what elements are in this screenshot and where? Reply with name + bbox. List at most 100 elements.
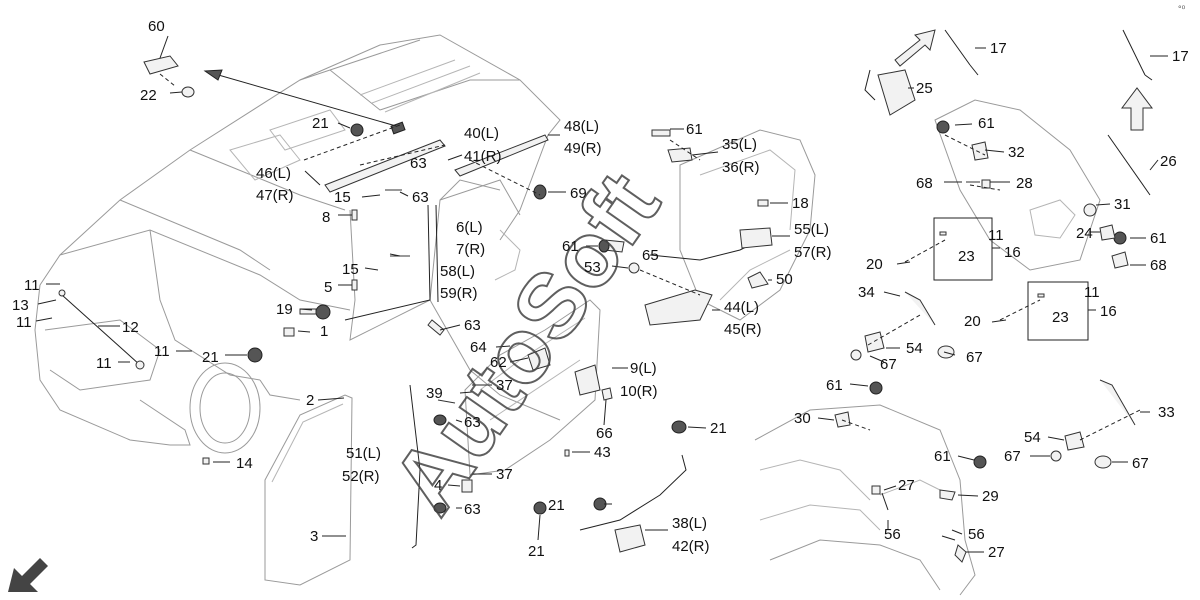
part-label: 39 xyxy=(426,385,443,402)
part-label: 4 xyxy=(434,477,442,494)
part-label: 50 xyxy=(776,271,793,288)
part-label: 68 xyxy=(1150,257,1167,274)
part-label: 17 xyxy=(990,40,1007,57)
part-label: 1 xyxy=(320,323,328,340)
part-label: 65 xyxy=(642,247,659,264)
part-label: 2 xyxy=(306,392,314,409)
part-label: 16 xyxy=(1004,244,1021,261)
part-label: 26 xyxy=(1160,153,1177,170)
part-label: 42(R) xyxy=(672,538,710,555)
part-label: 24 xyxy=(1076,225,1093,242)
part-label: 68 xyxy=(916,175,933,192)
part-label: 11 xyxy=(16,314,32,331)
part-label: 56 xyxy=(884,526,901,543)
part-label: 37 xyxy=(496,466,513,483)
part-label: 61 xyxy=(978,115,995,132)
part-labels: 60 22 21 46(L) 47(R) 15 8 63 15 5 19 1 2… xyxy=(12,18,1189,561)
tailgate-panel xyxy=(934,99,1101,271)
part-label: 17 xyxy=(1172,48,1189,65)
part-label: 64 xyxy=(470,339,487,356)
part-label: 57(R) xyxy=(794,244,832,261)
watermark-text: AutoSoft xyxy=(373,155,679,532)
part-label: 46(L) xyxy=(256,165,291,182)
part-label: 61 xyxy=(826,377,843,394)
part-label: 32 xyxy=(1008,144,1025,161)
parts xyxy=(58,29,1153,563)
part-label: 15 xyxy=(342,261,359,278)
part-label: 13 xyxy=(12,297,29,314)
part-label: 61 xyxy=(686,121,703,138)
part-label: 63 xyxy=(464,501,481,518)
part-label: 20 xyxy=(964,313,981,330)
part-label: 54 xyxy=(906,340,923,357)
vehicle-body-outline xyxy=(34,34,561,454)
part-label: 21 xyxy=(710,420,727,437)
part-label: 66 xyxy=(596,425,613,442)
direction-arrows xyxy=(8,29,1153,592)
part-label: 56 xyxy=(968,526,985,543)
part-label: 44(L) xyxy=(724,299,759,316)
part-label: 21 xyxy=(312,115,329,132)
part-label: 36(R) xyxy=(722,159,760,176)
part-label: 61 xyxy=(562,238,579,255)
part-label: 30 xyxy=(794,410,811,427)
leader-lines xyxy=(35,35,1168,553)
part-label: 12 xyxy=(122,319,139,336)
part-label: 3 xyxy=(310,528,318,545)
part-label: 11 xyxy=(154,343,170,360)
part-label: 27 xyxy=(898,477,915,494)
arrow-up-icon xyxy=(1121,87,1153,131)
part-label: 14 xyxy=(236,455,253,472)
part-label: 31 xyxy=(1114,196,1131,213)
part-label: 7(R) xyxy=(456,241,485,258)
part-label: 20 xyxy=(866,256,883,273)
assembly-dash-lines xyxy=(303,124,1141,441)
part-label: 59(R) xyxy=(440,285,478,302)
part-label: 37 xyxy=(496,377,513,394)
part-label: 67 xyxy=(1132,455,1149,472)
part-label: 25 xyxy=(916,80,933,97)
part-label: 43 xyxy=(594,444,611,461)
part-label: 34 xyxy=(858,284,875,301)
part-label: 67 xyxy=(966,349,983,366)
part-label: 61 xyxy=(934,448,951,465)
part-label: 61 xyxy=(1150,230,1167,247)
part-label: 11 xyxy=(1084,284,1100,301)
part-label: 21 xyxy=(202,349,219,366)
part-label: 40(L) xyxy=(464,125,499,142)
part-label: 63 xyxy=(410,155,427,172)
part-label: 60 xyxy=(148,18,165,35)
part-label: 22 xyxy=(140,87,157,104)
part-label: 16 xyxy=(1100,303,1117,320)
part-label: 47(R) xyxy=(256,187,294,204)
side-door-panel xyxy=(264,394,353,586)
part-label: 23 xyxy=(958,248,975,265)
part-label: 18 xyxy=(792,195,809,212)
part-label: 15 xyxy=(334,189,351,206)
part-label: 63 xyxy=(412,189,429,206)
part-label: 11 xyxy=(988,227,1004,244)
part-label: 58(L) xyxy=(440,263,475,280)
part-label: 29 xyxy=(982,488,999,505)
part-label: 19 xyxy=(276,301,293,318)
part-label: 28 xyxy=(1016,175,1033,192)
part-label: 33 xyxy=(1158,404,1175,421)
part-label: 41(R) xyxy=(464,148,502,165)
part-label: 11 xyxy=(24,277,40,294)
part-label: 49(R) xyxy=(564,140,602,157)
part-label: 51(L) xyxy=(346,445,381,462)
arrow-down-left-icon xyxy=(8,558,48,592)
rear-body-outline xyxy=(754,404,976,596)
part-label: 11 xyxy=(96,355,112,372)
corner-mark: °⁰ xyxy=(1178,4,1186,14)
part-label: 54 xyxy=(1024,429,1041,446)
part-label: 63 xyxy=(464,414,481,431)
part-label: 55(L) xyxy=(794,221,829,238)
part-label: 67 xyxy=(880,356,897,373)
arrow-up-right-icon xyxy=(894,29,936,67)
part-label: 23 xyxy=(1052,309,1069,326)
part-label: 5 xyxy=(324,279,332,296)
part-label: 10(R) xyxy=(620,383,658,400)
part-label: 67 xyxy=(1004,448,1021,465)
